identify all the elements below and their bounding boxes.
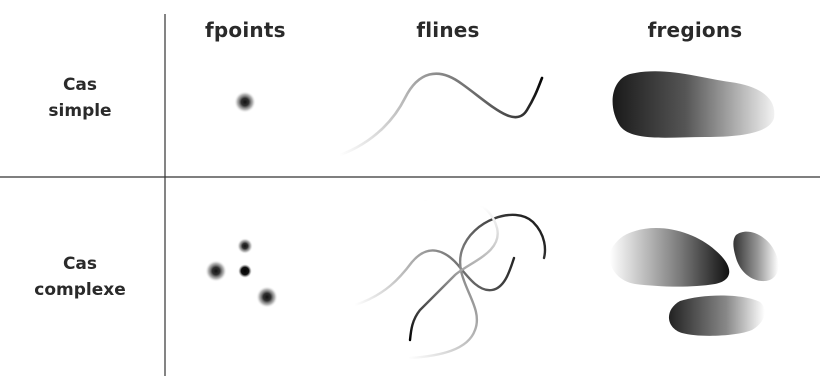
fuzzy-point-simple — [234, 91, 256, 113]
fuzzy-point-complex-4 — [256, 286, 278, 308]
row-label-simple-line1: Cas — [62, 75, 98, 95]
fuzzy-point-complex-1 — [237, 238, 253, 254]
row-label-simple-line2: simple — [48, 101, 112, 121]
fuzzy-region-simple — [612, 71, 775, 138]
fuzzy-region-complex-1 — [609, 228, 730, 287]
fuzzy-line-complex-2 — [408, 213, 547, 360]
column-header-fregions: fregions — [647, 18, 743, 42]
fuzzy-line-simple — [338, 72, 544, 157]
column-header-flines: flines — [416, 18, 480, 42]
fuzzy-region-complex-3 — [668, 295, 765, 336]
column-header-fpoints: fpoints — [205, 18, 286, 42]
fuzzy-line-complex-3 — [408, 195, 499, 342]
fuzzy-point-complex-2 — [205, 260, 227, 282]
fuzzy-line-complex-1 — [353, 249, 516, 307]
row-label-simple: Cas simple — [0, 72, 160, 124]
row-label-complex-line1: Cas — [62, 254, 98, 274]
fuzzy-region-complex-2 — [733, 231, 779, 282]
row-label-complex-line2: complexe — [34, 280, 126, 300]
fuzzy-point-complex-3 — [238, 264, 252, 278]
row-label-complex: Cas complexe — [0, 251, 160, 303]
